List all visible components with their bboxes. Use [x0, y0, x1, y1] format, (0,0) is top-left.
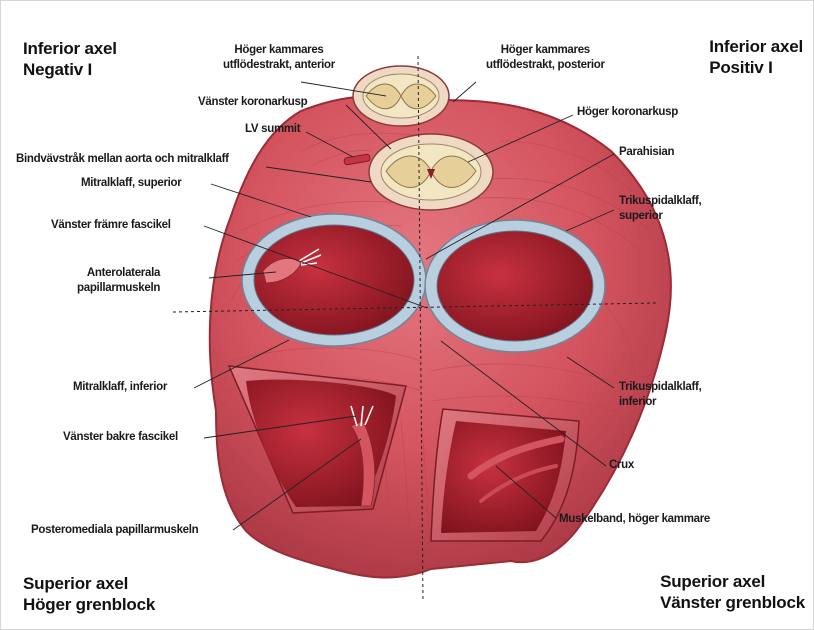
label-tricuspid-inferior-line1: Trikuspidalklaff,	[619, 380, 701, 395]
corner-tr-line2: Positiv I	[709, 57, 803, 78]
label-right-coronary-cusp-text: Höger koronarkusp	[577, 105, 678, 120]
label-rvot-anterior-line2: utflödestrakt, anterior	[223, 58, 335, 73]
label-left-anterior-fascicle-text: Vänster främre fascikel	[51, 218, 171, 233]
label-mitral-superior: Mitralklaff, superior	[81, 176, 181, 191]
label-right-coronary-cusp: Höger koronarkusp	[577, 105, 678, 120]
label-lv-summit: LV summit	[245, 122, 300, 137]
label-aortomitral-continuity-text: Bindvävstråk mellan aorta och mitralklaf…	[16, 152, 229, 167]
corner-bl-line2: Höger grenblock	[23, 594, 155, 615]
label-rvot-posterior-line2: utflödestrakt, posterior	[486, 58, 605, 73]
corner-bottom-left: Superior axel Höger grenblock	[23, 573, 155, 615]
label-rvot-anterior-line1: Höger kammares	[223, 43, 335, 58]
label-rvot-anterior: Höger kammares utflödestrakt, anterior	[223, 43, 335, 72]
label-posteromedial-papillary: Posteromediala papillarmuskeln	[31, 523, 198, 538]
label-anterolateral-papillary-line2: papillarmuskeln	[77, 281, 160, 296]
label-crux: Crux	[609, 458, 634, 473]
label-rv-moderator-band: Muskelband, höger kammare	[559, 512, 710, 527]
label-parahisian-text: Parahisian	[619, 145, 674, 160]
label-lv-summit-text: LV summit	[245, 122, 300, 137]
corner-top-right: Inferior axel Positiv I	[709, 36, 803, 78]
label-mitral-superior-text: Mitralklaff, superior	[81, 176, 181, 191]
label-tricuspid-superior-line1: Trikuspidalklaff,	[619, 194, 701, 209]
tricuspid-orifice	[437, 231, 593, 341]
corner-tl-line2: Negativ I	[23, 59, 117, 80]
corner-top-left: Inferior axel Negativ I	[23, 38, 117, 80]
label-mitral-inferior: Mitralklaff, inferior	[73, 380, 167, 395]
label-rvot-posterior-line1: Höger kammares	[486, 43, 605, 58]
corner-bl-line1: Superior axel	[23, 573, 155, 594]
label-left-posterior-fascicle-text: Vänster bakre fascikel	[63, 430, 178, 445]
label-posteromedial-papillary-text: Posteromediala papillarmuskeln	[31, 523, 198, 538]
corner-br-line2: Vänster grenblock	[660, 592, 805, 613]
corner-bottom-right: Superior axel Vänster grenblock	[660, 571, 805, 613]
label-aortomitral-continuity: Bindvävstråk mellan aorta och mitralklaf…	[16, 152, 229, 167]
label-anterolateral-papillary: Anterolaterala papillarmuskeln	[77, 266, 160, 295]
label-rv-moderator-band-text: Muskelband, höger kammare	[559, 512, 710, 527]
label-crux-text: Crux	[609, 458, 634, 473]
label-left-anterior-fascicle: Vänster främre fascikel	[51, 218, 171, 233]
label-tricuspid-superior-line2: superior	[619, 209, 701, 224]
label-tricuspid-inferior: Trikuspidalklaff, inferior	[619, 380, 701, 409]
label-left-posterior-fascicle: Vänster bakre fascikel	[63, 430, 178, 445]
corner-br-line1: Superior axel	[660, 571, 805, 592]
label-rvot-posterior: Höger kammares utflödestrakt, posterior	[486, 43, 605, 72]
label-anterolateral-papillary-line1: Anterolaterala	[77, 266, 160, 281]
corner-tr-line1: Inferior axel	[709, 36, 803, 57]
label-left-coronary-cusp-text: Vänster koronarkusp	[198, 95, 307, 110]
label-left-coronary-cusp: Vänster koronarkusp	[198, 95, 307, 110]
label-tricuspid-inferior-line2: inferior	[619, 395, 701, 410]
label-tricuspid-superior: Trikuspidalklaff, superior	[619, 194, 701, 223]
label-mitral-inferior-text: Mitralklaff, inferior	[73, 380, 167, 395]
corner-tl-line1: Inferior axel	[23, 38, 117, 59]
label-parahisian: Parahisian	[619, 145, 674, 160]
